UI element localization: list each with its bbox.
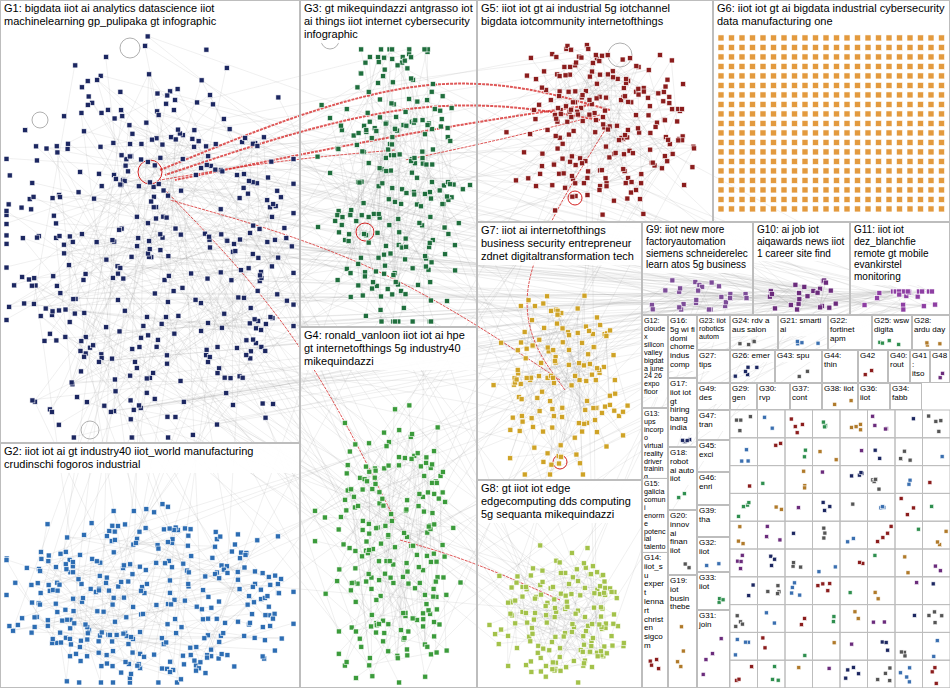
group-cell-outline [758,521,786,549]
group-cell-outline [758,466,786,494]
group-cell-outline [840,466,868,494]
group-cell-outline [923,521,950,549]
group-cell-outline [730,466,758,494]
group-cell-outline [813,466,841,494]
group-cell-outline [785,466,813,494]
group-cell-outline [785,632,813,660]
group-cell-outline [785,438,813,466]
group-cell-outline [895,605,923,633]
group-cell-outline [923,632,950,660]
group-cell-outline [895,521,923,549]
group-cell-outline [923,466,950,494]
group-cell-outline [758,549,786,577]
group-cell-outline [923,438,950,466]
group-cell-outline [813,549,841,577]
group-cell-outline [758,605,786,633]
group-cell-outline [923,605,950,633]
group-cell-outline [868,577,896,605]
group-cell-outline [785,660,813,688]
group-cell-outline [840,577,868,605]
group-cell-outline [758,410,786,438]
group-cell-outline [813,660,841,688]
group-cell-outline [840,521,868,549]
group-cell-outline [785,521,813,549]
group-cell-outline [868,660,896,688]
group-cell-outline [923,493,950,521]
group-cell-outline [895,632,923,660]
group-cell-outline [868,632,896,660]
group-cell-outline [868,605,896,633]
group-cell-outline [730,577,758,605]
group-cell-outline [868,549,896,577]
group-cell-outline [840,660,868,688]
group-cell-outline [840,493,868,521]
group-cell-outline [813,493,841,521]
group-cell-outline [813,632,841,660]
group-cell-outline [840,605,868,633]
group-cell-outline [758,660,786,688]
group-cell-outline [785,549,813,577]
group-cell-outline [730,410,758,438]
group-cell-outline [785,577,813,605]
group-cell-outline [923,577,950,605]
group-cell-outline [895,410,923,438]
group-cell-outline [868,438,896,466]
group-cell-outline [785,605,813,633]
group-cell-outline [840,410,868,438]
group-cell-outline [923,549,950,577]
